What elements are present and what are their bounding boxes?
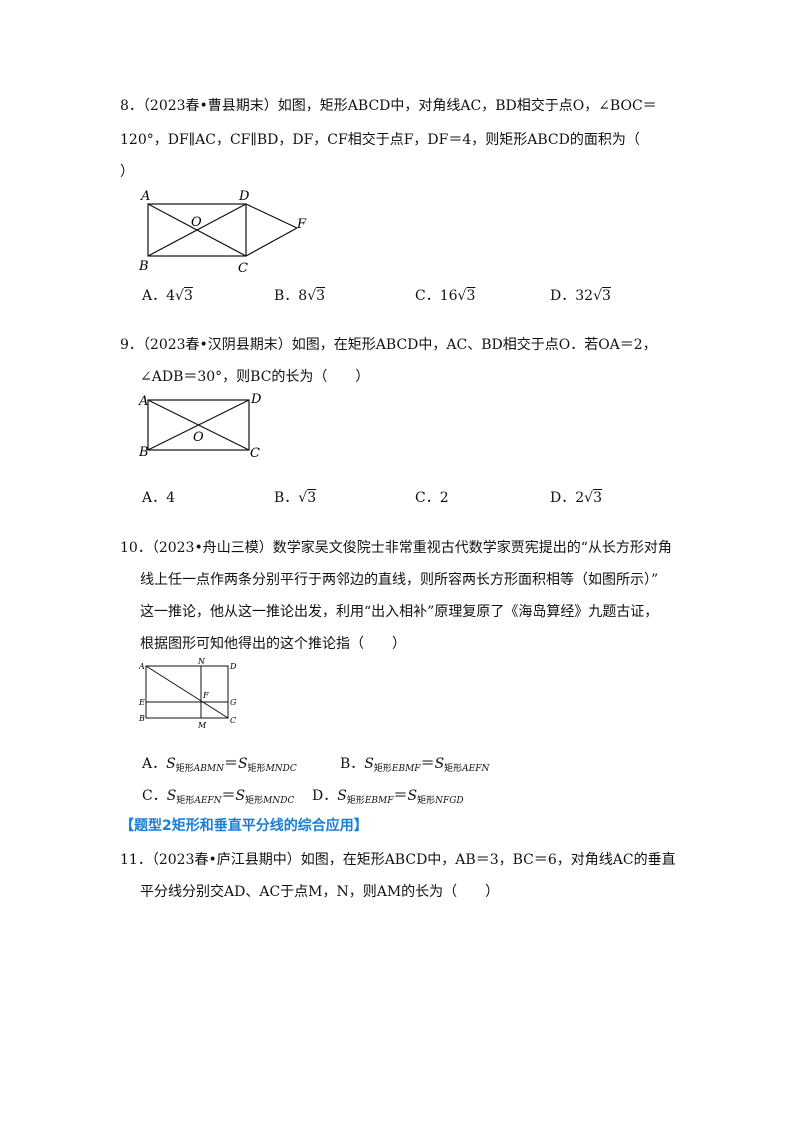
q9-label-d: D [250,392,262,407]
q10-option-b[interactable]: B．S矩形EBMF＝S矩形AEFN [340,756,490,774]
q9-label-b: B [138,445,149,460]
q10-label-e: E [138,698,145,707]
q8-label-o: O [191,215,202,230]
section-heading: 【题型2矩形和垂直平分线的综合应用】 [120,818,368,834]
q9-option-d[interactable]: D．2√3 [550,490,602,506]
q9-option-b[interactable]: B．√3 [274,490,317,506]
q10-figure: A N D E F G B M C [138,658,237,730]
q9-line-1: 9．（2023春•汉阴县期末）如图，在矩形ABCD中，AC、BD相交于点O．若O… [120,337,657,353]
q10-option-a[interactable]: A．S矩形ABMN＝S矩形MNDC [142,756,297,774]
q10-option-c[interactable]: C．S矩形AEFN＝S矩形MNDC [142,788,295,806]
q9-label-o: O [193,430,204,445]
q10-label-f: F [202,691,209,700]
q10-label-c: C [230,716,236,725]
q8-option-a[interactable]: A．4√3 [142,288,193,304]
q9-line-2: ∠ADB＝30°，则BC的长为（ ） [140,369,370,385]
q9-label-a: A [138,394,148,409]
q8-line-1: 8．（2023春•曹县期末）如图，矩形ABCD中，对角线AC，BD相交于点O，∠… [120,98,657,114]
q8-label-a: A [140,189,150,204]
q11-line-1: 11．（2023春•庐江县期中）如图，在矩形ABCD中，AB＝3，BC＝6，对角… [120,852,676,868]
q10-line-2: 线上任一点作两条分别平行于两邻边的直线，则所容两长方形面积相等（如图所示）” [140,572,659,588]
q9-option-c[interactable]: C．2 [415,490,449,506]
q9-label-c: C [250,446,260,461]
q8-label-d: D [238,189,250,204]
q8-option-d[interactable]: D．32√3 [550,288,611,304]
q10-label-b: B [138,714,145,723]
q9-figure: A D O B C [138,392,262,461]
q10-option-d[interactable]: D．S矩形EBMF＝S矩形NFGD [312,788,464,806]
q9-option-a[interactable]: A．4 [142,490,176,506]
q10-line-1: 10．（2023•舟山三模）数学家吴文俊院士非常重视古代数学家贾宪提出的“从长方… [120,540,672,556]
q10-line-3: 这一推论，他从这一推论出发，利用“出入相补”原理复原了《海岛算经》九题古证， [140,604,659,620]
q8-line-2: 120°，DF∥AC，CF∥BD，DF，CF相交于点F，DF＝4，则矩形ABCD… [120,132,640,148]
q11-line-2: 平分线分别交AD、AC于点M，N，则AM的长为（ ） [140,884,500,900]
q8-option-c[interactable]: C．16√3 [415,288,476,304]
q10-label-m: M [197,721,207,730]
q10-label-a: A [138,662,145,671]
q8-label-f: F [296,217,307,232]
q8-option-b[interactable]: B．8√3 [274,288,326,304]
q10-line-4: 根据图形可知他得出的这个推论指（ ） [140,636,406,652]
q8-line-3: ） [120,164,134,180]
q10-label-g: G [230,698,237,707]
q10-label-d: D [229,662,237,671]
q8-label-b: B [138,259,149,274]
q10-label-n: N [197,658,206,666]
q8-label-c: C [238,261,248,276]
q8-figure: A D O F B C [138,189,307,276]
